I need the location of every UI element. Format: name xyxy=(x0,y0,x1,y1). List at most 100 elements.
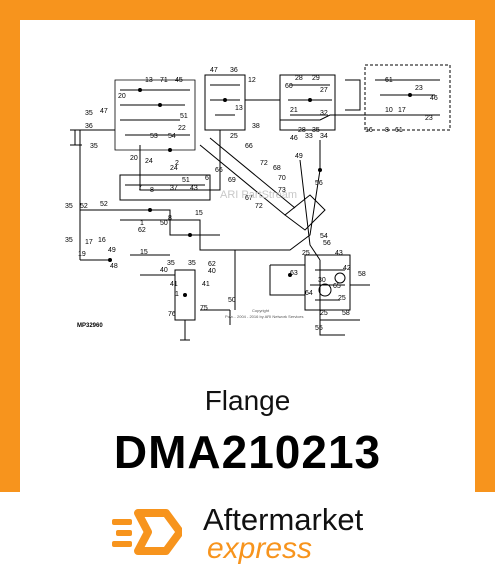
svg-text:71: 71 xyxy=(160,77,168,84)
svg-text:40: 40 xyxy=(208,268,216,275)
svg-text:20: 20 xyxy=(118,93,126,100)
svg-text:67: 67 xyxy=(245,195,253,202)
svg-text:33: 33 xyxy=(305,133,313,140)
svg-text:49: 49 xyxy=(295,153,303,160)
copyright-detail: Pow... 2004 - 2016 by ARI Network Servic… xyxy=(225,314,303,319)
svg-text:51: 51 xyxy=(180,113,188,120)
svg-text:35: 35 xyxy=(188,260,196,267)
svg-text:40: 40 xyxy=(160,267,168,274)
brand-footer: Aftermarket express xyxy=(0,492,495,575)
figure-code: MP32960 xyxy=(77,323,103,329)
svg-text:43: 43 xyxy=(190,185,198,192)
svg-text:16: 16 xyxy=(98,237,106,244)
svg-text:58: 58 xyxy=(358,271,366,278)
svg-text:6: 6 xyxy=(205,175,209,182)
svg-text:72: 72 xyxy=(260,160,268,167)
svg-text:66: 66 xyxy=(215,167,223,174)
svg-text:1: 1 xyxy=(140,220,144,227)
svg-text:36: 36 xyxy=(85,123,93,130)
svg-text:35: 35 xyxy=(85,110,93,117)
svg-text:13: 13 xyxy=(145,77,153,84)
svg-text:17: 17 xyxy=(398,107,406,114)
svg-text:62: 62 xyxy=(208,261,216,268)
svg-text:52: 52 xyxy=(80,203,88,210)
svg-text:48: 48 xyxy=(110,263,118,270)
svg-text:55: 55 xyxy=(315,325,323,332)
svg-text:21: 21 xyxy=(290,107,298,114)
svg-text:70: 70 xyxy=(278,175,286,182)
svg-text:60: 60 xyxy=(285,83,293,90)
svg-text:72: 72 xyxy=(255,203,263,210)
copyright-title: Copyright xyxy=(252,308,270,313)
svg-text:15: 15 xyxy=(140,249,148,256)
brand-name: Aftermarket xyxy=(203,502,364,537)
svg-text:17: 17 xyxy=(85,239,93,246)
svg-text:54: 54 xyxy=(168,133,176,140)
svg-text:19: 19 xyxy=(78,251,86,258)
svg-text:16: 16 xyxy=(365,127,373,134)
svg-text:25: 25 xyxy=(302,250,310,257)
svg-text:8: 8 xyxy=(150,187,154,194)
svg-text:22: 22 xyxy=(178,125,186,132)
svg-text:66: 66 xyxy=(245,143,253,150)
svg-text:42: 42 xyxy=(343,265,351,272)
svg-text:53: 53 xyxy=(150,133,158,140)
svg-text:36: 36 xyxy=(230,67,238,74)
svg-text:1: 1 xyxy=(175,291,179,298)
svg-text:69: 69 xyxy=(228,177,236,184)
svg-text:35: 35 xyxy=(65,237,73,244)
product-name: Flange xyxy=(204,385,291,416)
svg-text:8: 8 xyxy=(168,215,172,222)
svg-text:25: 25 xyxy=(338,295,346,302)
svg-text:23: 23 xyxy=(415,85,423,92)
svg-text:23: 23 xyxy=(425,115,433,122)
part-number: DMA210213 xyxy=(113,426,382,478)
svg-text:47: 47 xyxy=(210,67,218,74)
truck-speed-box-icon xyxy=(112,509,182,555)
svg-text:56: 56 xyxy=(323,240,331,247)
svg-text:20: 20 xyxy=(130,155,138,162)
svg-text:43: 43 xyxy=(335,250,343,257)
svg-text:32: 32 xyxy=(320,110,328,117)
svg-text:27: 27 xyxy=(320,87,328,94)
brand-tagline: express xyxy=(207,532,313,565)
svg-text:63: 63 xyxy=(290,270,298,277)
svg-text:45: 45 xyxy=(175,77,183,84)
svg-text:46: 46 xyxy=(290,135,298,142)
svg-text:7: 7 xyxy=(138,185,142,192)
svg-text:41: 41 xyxy=(202,281,210,288)
svg-text:28: 28 xyxy=(298,127,306,134)
svg-text:2: 2 xyxy=(175,160,179,167)
svg-text:24: 24 xyxy=(170,165,178,172)
svg-text:49: 49 xyxy=(108,247,116,254)
svg-text:38: 38 xyxy=(252,123,260,130)
svg-text:24: 24 xyxy=(145,158,153,165)
svg-text:56: 56 xyxy=(315,180,323,187)
svg-text:25: 25 xyxy=(230,133,238,140)
svg-text:76: 76 xyxy=(168,311,176,318)
svg-text:47: 47 xyxy=(100,108,108,115)
svg-text:25: 25 xyxy=(320,310,328,317)
svg-text:29: 29 xyxy=(312,75,320,82)
svg-text:8: 8 xyxy=(385,127,389,134)
svg-text:58: 58 xyxy=(342,310,350,317)
svg-text:46: 46 xyxy=(430,95,438,102)
svg-text:35: 35 xyxy=(65,203,73,210)
svg-text:30: 30 xyxy=(318,277,326,284)
svg-text:12: 12 xyxy=(248,77,256,84)
svg-text:10: 10 xyxy=(385,107,393,114)
svg-text:61: 61 xyxy=(395,127,403,134)
svg-text:75: 75 xyxy=(200,305,208,312)
svg-text:28: 28 xyxy=(295,75,303,82)
svg-text:35: 35 xyxy=(167,260,175,267)
svg-text:64: 64 xyxy=(305,290,313,297)
svg-text:15: 15 xyxy=(195,210,203,217)
svg-text:73: 73 xyxy=(278,187,286,194)
svg-text:37: 37 xyxy=(170,185,178,192)
svg-text:62: 62 xyxy=(138,227,146,234)
svg-text:52: 52 xyxy=(100,201,108,208)
svg-text:61: 61 xyxy=(385,77,393,84)
